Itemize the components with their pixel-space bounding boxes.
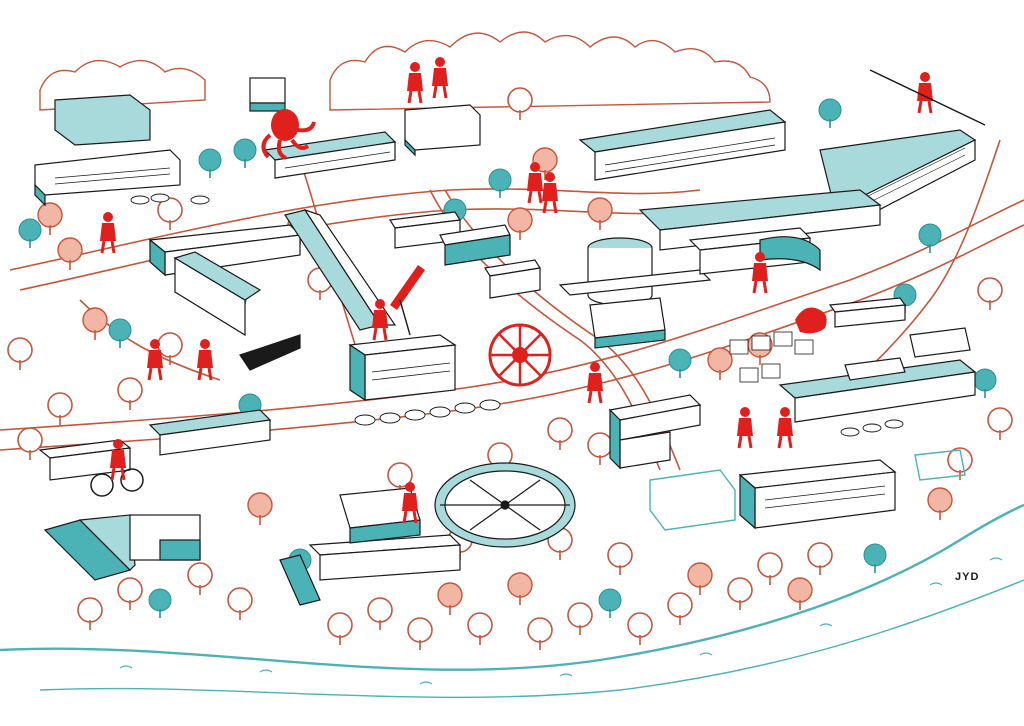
person-walking-left bbox=[98, 210, 118, 255]
building-top-center bbox=[404, 104, 481, 157]
building-long-top bbox=[263, 131, 397, 179]
building-greenhouses bbox=[43, 514, 201, 581]
building-curved-right bbox=[688, 227, 821, 275]
building-small-top bbox=[249, 77, 286, 112]
building-observatory bbox=[348, 334, 457, 402]
person-discussing-1 bbox=[735, 405, 755, 450]
person-discussing-2 bbox=[775, 405, 795, 450]
building-accelerator bbox=[279, 487, 462, 606]
person-reading bbox=[585, 360, 605, 405]
cyclist bbox=[90, 437, 144, 497]
shed-roof bbox=[239, 334, 301, 371]
person-tightrope-walker bbox=[915, 70, 935, 115]
ring-structure bbox=[434, 462, 576, 548]
building-lower-center bbox=[608, 394, 702, 470]
building-outline-teal bbox=[649, 449, 966, 531]
telescope bbox=[390, 265, 425, 336]
building-lower-right bbox=[738, 459, 897, 530]
building-center-small bbox=[388, 211, 541, 299]
building-left-lower bbox=[38, 409, 272, 481]
parked-cars bbox=[130, 193, 904, 437]
building-reactor-dome bbox=[558, 237, 712, 349]
building-top-left bbox=[34, 94, 181, 207]
tightrope-pole bbox=[869, 69, 986, 126]
building-right-middle bbox=[778, 297, 977, 423]
building-top-right bbox=[578, 109, 787, 181]
building-l-shape bbox=[148, 224, 302, 337]
artist-signature: JYD bbox=[955, 571, 979, 583]
water-wheel bbox=[488, 323, 552, 387]
rooster bbox=[795, 307, 827, 334]
river bbox=[0, 503, 1024, 726]
octopus-creature bbox=[261, 109, 316, 160]
buildings bbox=[34, 77, 977, 606]
person-sitting-2 bbox=[195, 337, 215, 382]
container-yard bbox=[729, 331, 814, 383]
tree-canopy-top bbox=[39, 31, 771, 111]
